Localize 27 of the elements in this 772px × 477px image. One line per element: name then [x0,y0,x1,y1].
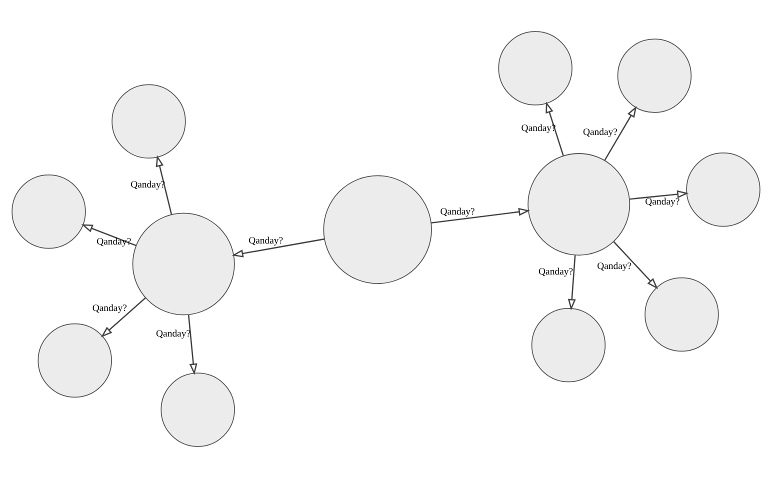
arrow [232,238,324,257]
node-circle [112,84,186,158]
arrow [604,105,637,160]
arrow [188,314,198,375]
edge-label: Qanday? [92,302,127,314]
edge-label: Qanday? [645,196,680,207]
arrow [546,101,564,156]
arrow [156,154,172,214]
edge-label: Qanday? [582,126,618,138]
edge-label: Qanday? [597,260,632,272]
edge-label: Qanday? [248,234,284,246]
arrow [568,254,576,310]
node-circle [132,212,235,315]
node-circle [528,152,630,256]
edge-label: Qanday? [538,266,574,277]
node-circle [686,152,760,226]
node-circle [160,372,235,446]
node-circle [531,308,606,382]
node-circle [617,38,692,112]
node-circle [498,30,572,105]
arrow [100,296,146,337]
node-circle [12,174,86,248]
edge-label: Qanday? [440,206,475,218]
arrow [613,240,658,289]
node-circle [323,174,432,284]
arrow [630,190,689,200]
arrow [431,207,530,224]
